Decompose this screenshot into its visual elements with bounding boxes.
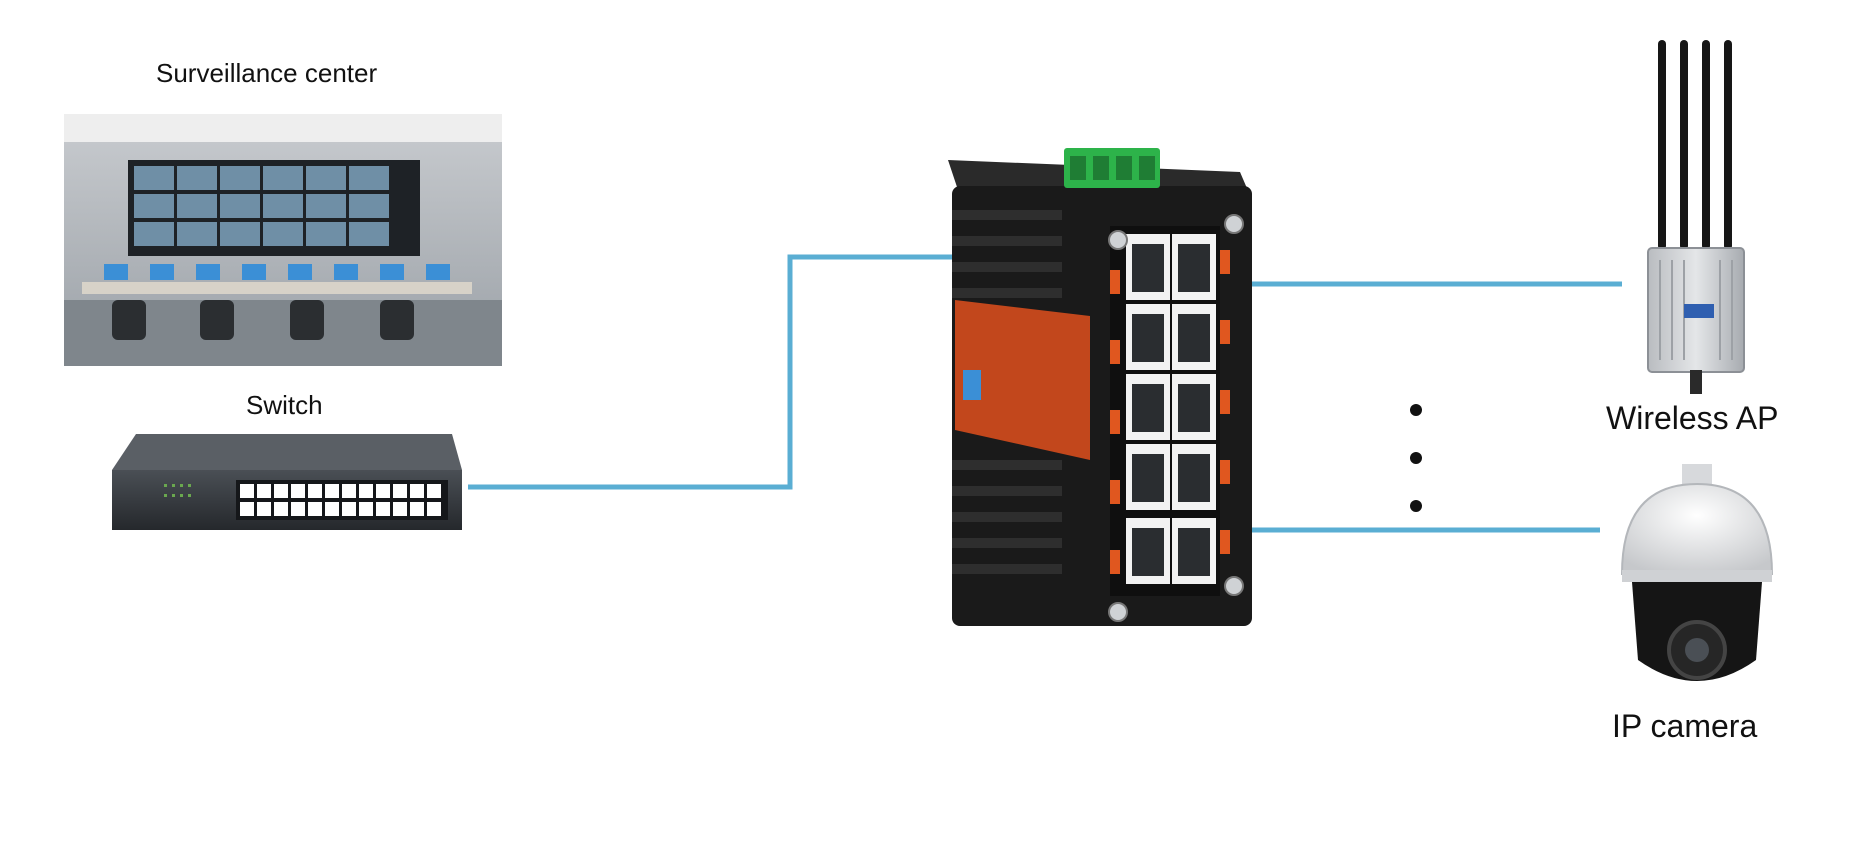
link-lines [468, 254, 1622, 533]
label-wireless-ap: Wireless AP [1606, 400, 1779, 436]
label-surveillance-center: Surveillance center [156, 58, 378, 88]
link-switch-to-industrial [468, 254, 972, 490]
wireless-ap-image [1647, 40, 1745, 394]
ellipsis-dots [1410, 404, 1422, 512]
ip-camera-image [1620, 464, 1774, 681]
network-switch-image [112, 434, 462, 530]
surveillance-room-image [64, 114, 502, 366]
label-switch: Switch [246, 390, 323, 420]
label-ip-camera: IP camera [1612, 708, 1758, 744]
industrial-switch-image [948, 148, 1252, 626]
